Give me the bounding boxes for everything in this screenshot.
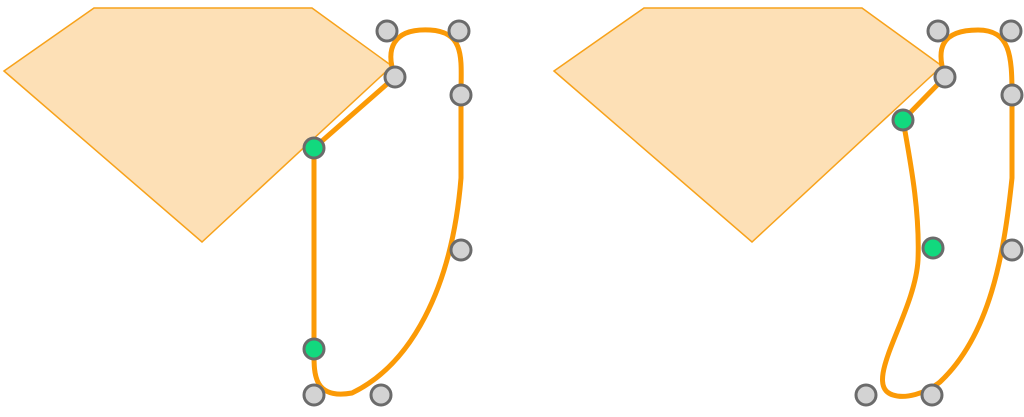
- panel-after: [552, 7, 1024, 407]
- control-point-handle[interactable]: [854, 383, 878, 407]
- selected-anchor-handle[interactable]: [921, 236, 945, 260]
- control-point-handle[interactable]: [447, 19, 471, 43]
- control-point-handle[interactable]: [449, 83, 473, 107]
- control-point-handle[interactable]: [999, 19, 1023, 43]
- control-point-handle[interactable]: [1000, 83, 1024, 107]
- control-point-handle[interactable]: [375, 19, 399, 43]
- selected-anchor-handle[interactable]: [302, 136, 326, 160]
- selected-anchor-handle[interactable]: [302, 337, 326, 361]
- control-point-handle[interactable]: [1000, 238, 1024, 262]
- edited-path: [880, 27, 1015, 399]
- anchor-point-handle[interactable]: [383, 65, 407, 89]
- anchor-point-handle[interactable]: [933, 65, 957, 89]
- edited-path: [311, 27, 464, 397]
- control-point-handle[interactable]: [302, 383, 326, 407]
- control-point-handle[interactable]: [926, 19, 950, 43]
- panel-before: [2, 7, 473, 407]
- control-point-handle[interactable]: [449, 238, 473, 262]
- control-point-handle[interactable]: [369, 383, 393, 407]
- polygon-shape: [552, 7, 944, 244]
- selected-anchor-handle[interactable]: [891, 108, 915, 132]
- polygon-shape: [2, 7, 394, 244]
- control-point-handle[interactable]: [920, 383, 944, 407]
